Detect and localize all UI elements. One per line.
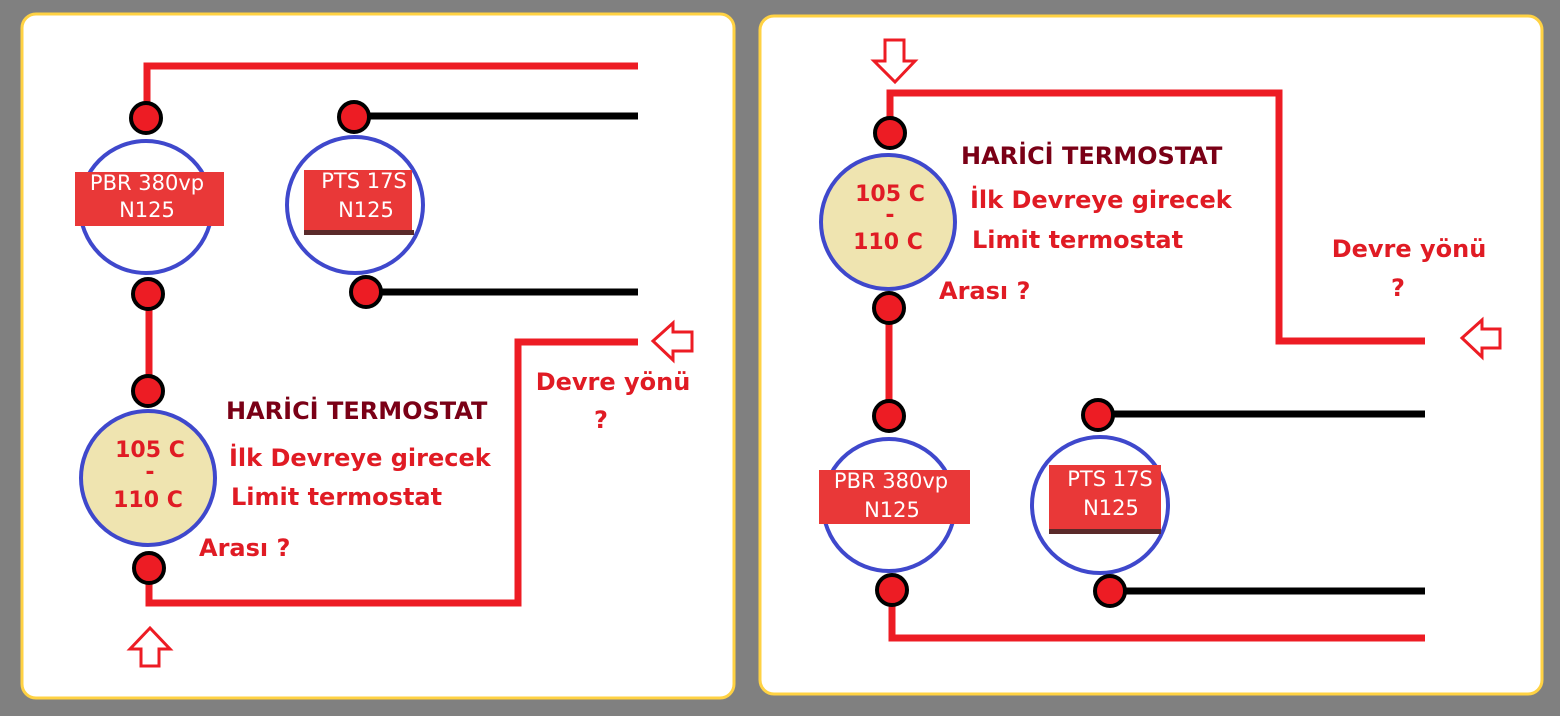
right-note-first: İlk Devreye girecek <box>970 185 1233 214</box>
right-panel: 105 C - 110 C PBR 380vp N125 PTS 17S N12… <box>758 14 1544 696</box>
right-limit-temp-dash: - <box>885 203 894 228</box>
left-limit-temp-bottom: 110 C <box>113 488 183 513</box>
left-pbr-label-2: N125 <box>119 198 175 222</box>
right-arrow-down-icon <box>870 38 919 85</box>
right-limit-terminal-bottom <box>872 291 906 325</box>
left-direction-label: Devre yönü <box>536 368 691 396</box>
left-wires <box>143 62 638 607</box>
left-pts-plate <box>304 170 412 232</box>
right-thermostat-pts: PTS 17S N125 <box>1030 398 1170 608</box>
right-pts-terminal-top <box>1081 398 1115 432</box>
left-pts-terminal-bottom <box>349 275 383 309</box>
right-pts-terminal-bottom <box>1093 574 1127 608</box>
left-arrow-up-icon <box>126 625 174 668</box>
left-wire-top-feed <box>143 62 638 118</box>
left-direction-question: ? <box>594 406 608 434</box>
left-limit-temp-top: 105 C <box>115 438 185 463</box>
left-note-limit: Limit termostat <box>231 483 442 511</box>
right-limit-ring <box>819 153 957 291</box>
right-pbr-plate <box>819 470 970 524</box>
right-wire-top-feed <box>886 89 1425 345</box>
right-pbr-terminal-top <box>872 399 906 433</box>
right-direction-label: Devre yönü <box>1332 235 1487 263</box>
left-pts-terminal-top <box>337 100 371 134</box>
left-thermostat-pbr: PBR 380vp N125 <box>75 101 224 311</box>
left-limit-ring <box>79 409 217 547</box>
left-pts-label-2: N125 <box>338 198 394 222</box>
right-panel-frame <box>758 14 1544 696</box>
right-pbr-terminal-bottom <box>875 573 909 607</box>
left-pts-plate-shadow <box>304 230 414 235</box>
right-thermostat-pbr: PBR 380vp N125 <box>819 399 970 607</box>
right-title: HARİCİ TERMOSTAT <box>961 141 1223 170</box>
left-arrow-left-icon <box>650 319 694 364</box>
right-note-limit: Limit termostat <box>972 226 1183 254</box>
right-limit-thermostat: 105 C - 110 C <box>819 116 957 325</box>
right-direction-question: ? <box>1391 274 1405 302</box>
left-pbr-terminal-top <box>129 101 163 135</box>
left-pbr-terminal-bottom <box>131 277 165 311</box>
left-limit-thermostat: 105 C - 110 C <box>79 374 217 585</box>
right-note-range: Arası ? <box>939 277 1030 305</box>
right-limit-terminal-top <box>873 116 907 150</box>
left-limit-temp-dash: - <box>145 460 154 485</box>
right-pts-plate <box>1049 465 1161 531</box>
left-pbr-plate <box>75 172 224 226</box>
right-arrow-left-icon <box>1459 316 1502 361</box>
left-note-range: Arası ? <box>199 534 290 562</box>
left-title: HARİCİ TERMOSTAT <box>226 396 488 425</box>
right-pbr-label-2: N125 <box>864 498 920 522</box>
left-limit-terminal-bottom <box>132 551 166 585</box>
right-pts-plate-shadow <box>1049 529 1161 534</box>
left-pts-label-1: PTS 17S <box>321 169 407 193</box>
left-thermostat-pts: PTS 17S N125 <box>285 100 425 309</box>
left-note-first: İlk Devreye girecek <box>229 443 492 472</box>
right-limit-temp-top: 105 C <box>855 182 925 207</box>
right-wires <box>885 89 1425 642</box>
left-limit-terminal-top <box>131 374 165 408</box>
right-pts-label-2: N125 <box>1083 496 1139 520</box>
right-pts-label-1: PTS 17S <box>1067 467 1153 491</box>
right-pbr-label-1: PBR 380vp <box>834 469 948 493</box>
left-wire-return <box>145 338 638 607</box>
left-panel: PBR 380vp N125 PTS 17S N125 105 C - 110 … <box>20 12 736 700</box>
left-pbr-label-1: PBR 380vp <box>90 171 204 195</box>
right-limit-temp-bottom: 110 C <box>853 230 923 255</box>
